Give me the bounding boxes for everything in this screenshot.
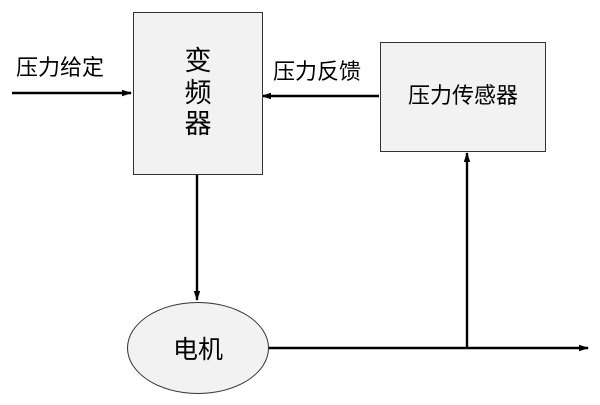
label-pressure-setpoint: 压力给定 (16, 56, 105, 81)
node-vfd-label: 变频器 (184, 45, 212, 141)
node-motor[interactable]: 电机 (127, 302, 269, 394)
node-vfd[interactable]: 变频器 (133, 12, 263, 175)
node-motor-label: 电机 (172, 335, 223, 364)
node-pressure-sensor[interactable]: 压力传感器 (380, 42, 546, 152)
node-pressure-sensor-label: 压力传感器 (407, 84, 518, 110)
label-pressure-feedback: 压力反馈 (273, 60, 362, 85)
